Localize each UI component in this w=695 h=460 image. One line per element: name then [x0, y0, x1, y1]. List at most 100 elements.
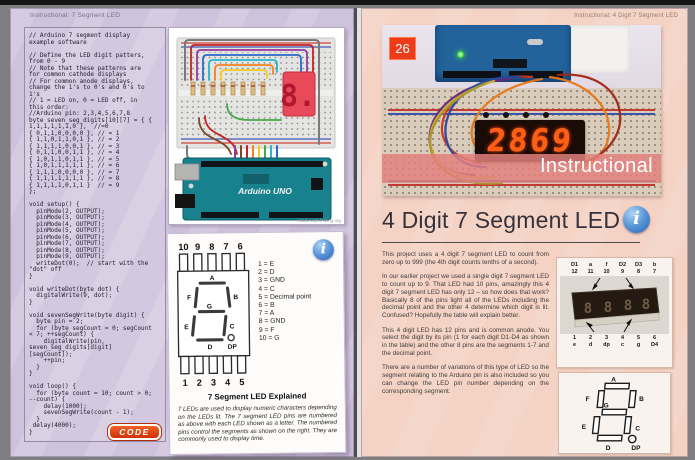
pin-number: 3	[211, 377, 216, 387]
pin-number: 1	[182, 378, 187, 388]
code-badge: CODE	[107, 423, 162, 441]
pin-number: 11	[587, 268, 594, 275]
segment-letter: G	[207, 303, 212, 310]
pin-legend: 1 = E 2 = D 3 = GND 4 = C 5 = Decimal po…	[258, 260, 312, 343]
paragraph: There are a number of variations of this…	[382, 364, 549, 395]
pin-number: 9	[195, 242, 200, 252]
pin-number: 3	[604, 335, 609, 341]
code-panel: // Arduino 7 segment display example sof…	[24, 27, 166, 442]
pin-number: 9	[620, 268, 625, 275]
right-page-header: Instructional: 4 Digit 7 Segment LED	[574, 13, 678, 19]
left-page-header: Instructional: 7 Segment LED	[30, 12, 121, 19]
arduino-label: Arduino UNO	[237, 186, 292, 196]
segment-label: G	[604, 402, 609, 409]
project-number-badge: 26	[390, 38, 415, 59]
pin-number: 10	[603, 268, 610, 275]
header-pins	[509, 71, 563, 78]
info-icon: i	[312, 239, 334, 261]
segment-label: C	[635, 426, 640, 433]
segment-letter: D	[208, 344, 213, 351]
pin-label: D4	[650, 341, 659, 348]
pin-number: 6	[652, 335, 657, 341]
page-edge	[357, 8, 361, 457]
seven-segment-component: 8.	[280, 71, 316, 117]
fritzing-caption: Made with fritzing.org	[298, 218, 341, 223]
svg-text:8: 8	[584, 301, 592, 317]
pin-label: b	[652, 262, 657, 268]
arduino-photo	[435, 25, 571, 82]
svg-text:8: 8	[604, 300, 612, 316]
seven-segment-explained-panel: i 10 9 8 7 6 1 2 3 4 5	[166, 230, 347, 456]
fritzing-panel: 8. Ard	[168, 27, 345, 225]
right-page: Instructional: 4 Digit 7 Segment LED	[361, 8, 688, 457]
crystal	[527, 39, 543, 45]
fritzing-diagram: 8. Ard	[174, 37, 336, 221]
svg-text:8: 8	[642, 297, 650, 313]
pin-number: 8	[209, 242, 214, 252]
segment-letter: DP	[228, 344, 238, 351]
pin-label: D1	[570, 262, 579, 268]
pin-number: 8	[636, 268, 641, 275]
segment-outline-diagram: A F B G E C D DP	[582, 376, 644, 452]
seven-segment-digit: 8.	[280, 79, 316, 114]
ground-rail	[388, 113, 655, 115]
pin-label: g	[636, 341, 641, 348]
info-icon: i	[623, 206, 650, 233]
pin-number: 5	[636, 335, 641, 341]
pin-number: 12	[571, 268, 578, 275]
pin-label: c	[620, 341, 625, 348]
segment-label: F	[586, 396, 590, 403]
pin-number: 7	[652, 268, 657, 275]
resistors	[190, 81, 266, 96]
segment-outline-panel: A F B G E C D DP	[558, 372, 671, 454]
chip	[493, 59, 527, 68]
segment-letter: A	[210, 275, 215, 282]
pin-number: 10	[178, 242, 188, 252]
pin-label: e	[572, 341, 577, 348]
segment-letter: C	[230, 323, 235, 330]
pinout-diagram: 10 9 8 7 6 1 2 3 4 5	[176, 241, 251, 388]
pin-number: 7	[223, 241, 228, 251]
power-rail	[388, 109, 655, 111]
explained-title: 7 Segment LED Explained	[207, 391, 307, 402]
segment-label: E	[582, 424, 587, 431]
pin-label: f	[605, 262, 608, 268]
pin-number: 4	[225, 377, 231, 387]
left-page: Instructional: 7 Segment LED // Arduino …	[10, 8, 354, 457]
arduino-code: // Arduino 7 segment display example sof…	[29, 32, 152, 436]
explained-caption: 7 LEDs are used to display numeric chara…	[177, 404, 338, 443]
usb-cable	[568, 25, 630, 73]
svg-text:8: 8	[624, 298, 632, 314]
pin-label: a	[588, 262, 593, 268]
pin-label: dp	[603, 341, 610, 348]
segment-label: DP	[631, 445, 641, 452]
arduino-board: Arduino UNO	[174, 157, 332, 221]
segment-label: A	[611, 376, 616, 383]
instructional-band: Instructional	[382, 154, 661, 183]
pin-number: 6	[238, 241, 243, 251]
pin-label: D2	[618, 262, 627, 268]
pin-number: 1	[572, 335, 577, 341]
pin-number: 5	[239, 377, 244, 387]
header-pins	[443, 71, 501, 78]
pin-number: 2	[588, 335, 593, 341]
body-text: This project uses a 4 digit 7 segment LE…	[382, 251, 549, 402]
power-rail	[388, 184, 655, 186]
paragraph: In our earlier project we used a single …	[382, 273, 549, 319]
project-photo: 2869 Instructional 26	[382, 25, 661, 196]
pin-label: d	[588, 341, 593, 348]
legend-item: 5 = Decimal point	[258, 293, 312, 301]
legend-item: 10 = G	[258, 334, 280, 342]
pin-number: 2	[197, 378, 202, 388]
segment-label: B	[639, 396, 644, 403]
segment-letter: B	[233, 294, 238, 301]
segment-label: D	[606, 445, 611, 452]
segment-letter: F	[187, 295, 191, 302]
segment-letter: E	[184, 324, 189, 331]
paragraph: This 4 digit LED has 12 pins and is comm…	[382, 326, 549, 357]
instructional-band-label: Instructional	[539, 155, 653, 177]
page-title: 4 Digit 7 Segment LED	[382, 207, 621, 233]
pin-number: 4	[620, 335, 625, 341]
